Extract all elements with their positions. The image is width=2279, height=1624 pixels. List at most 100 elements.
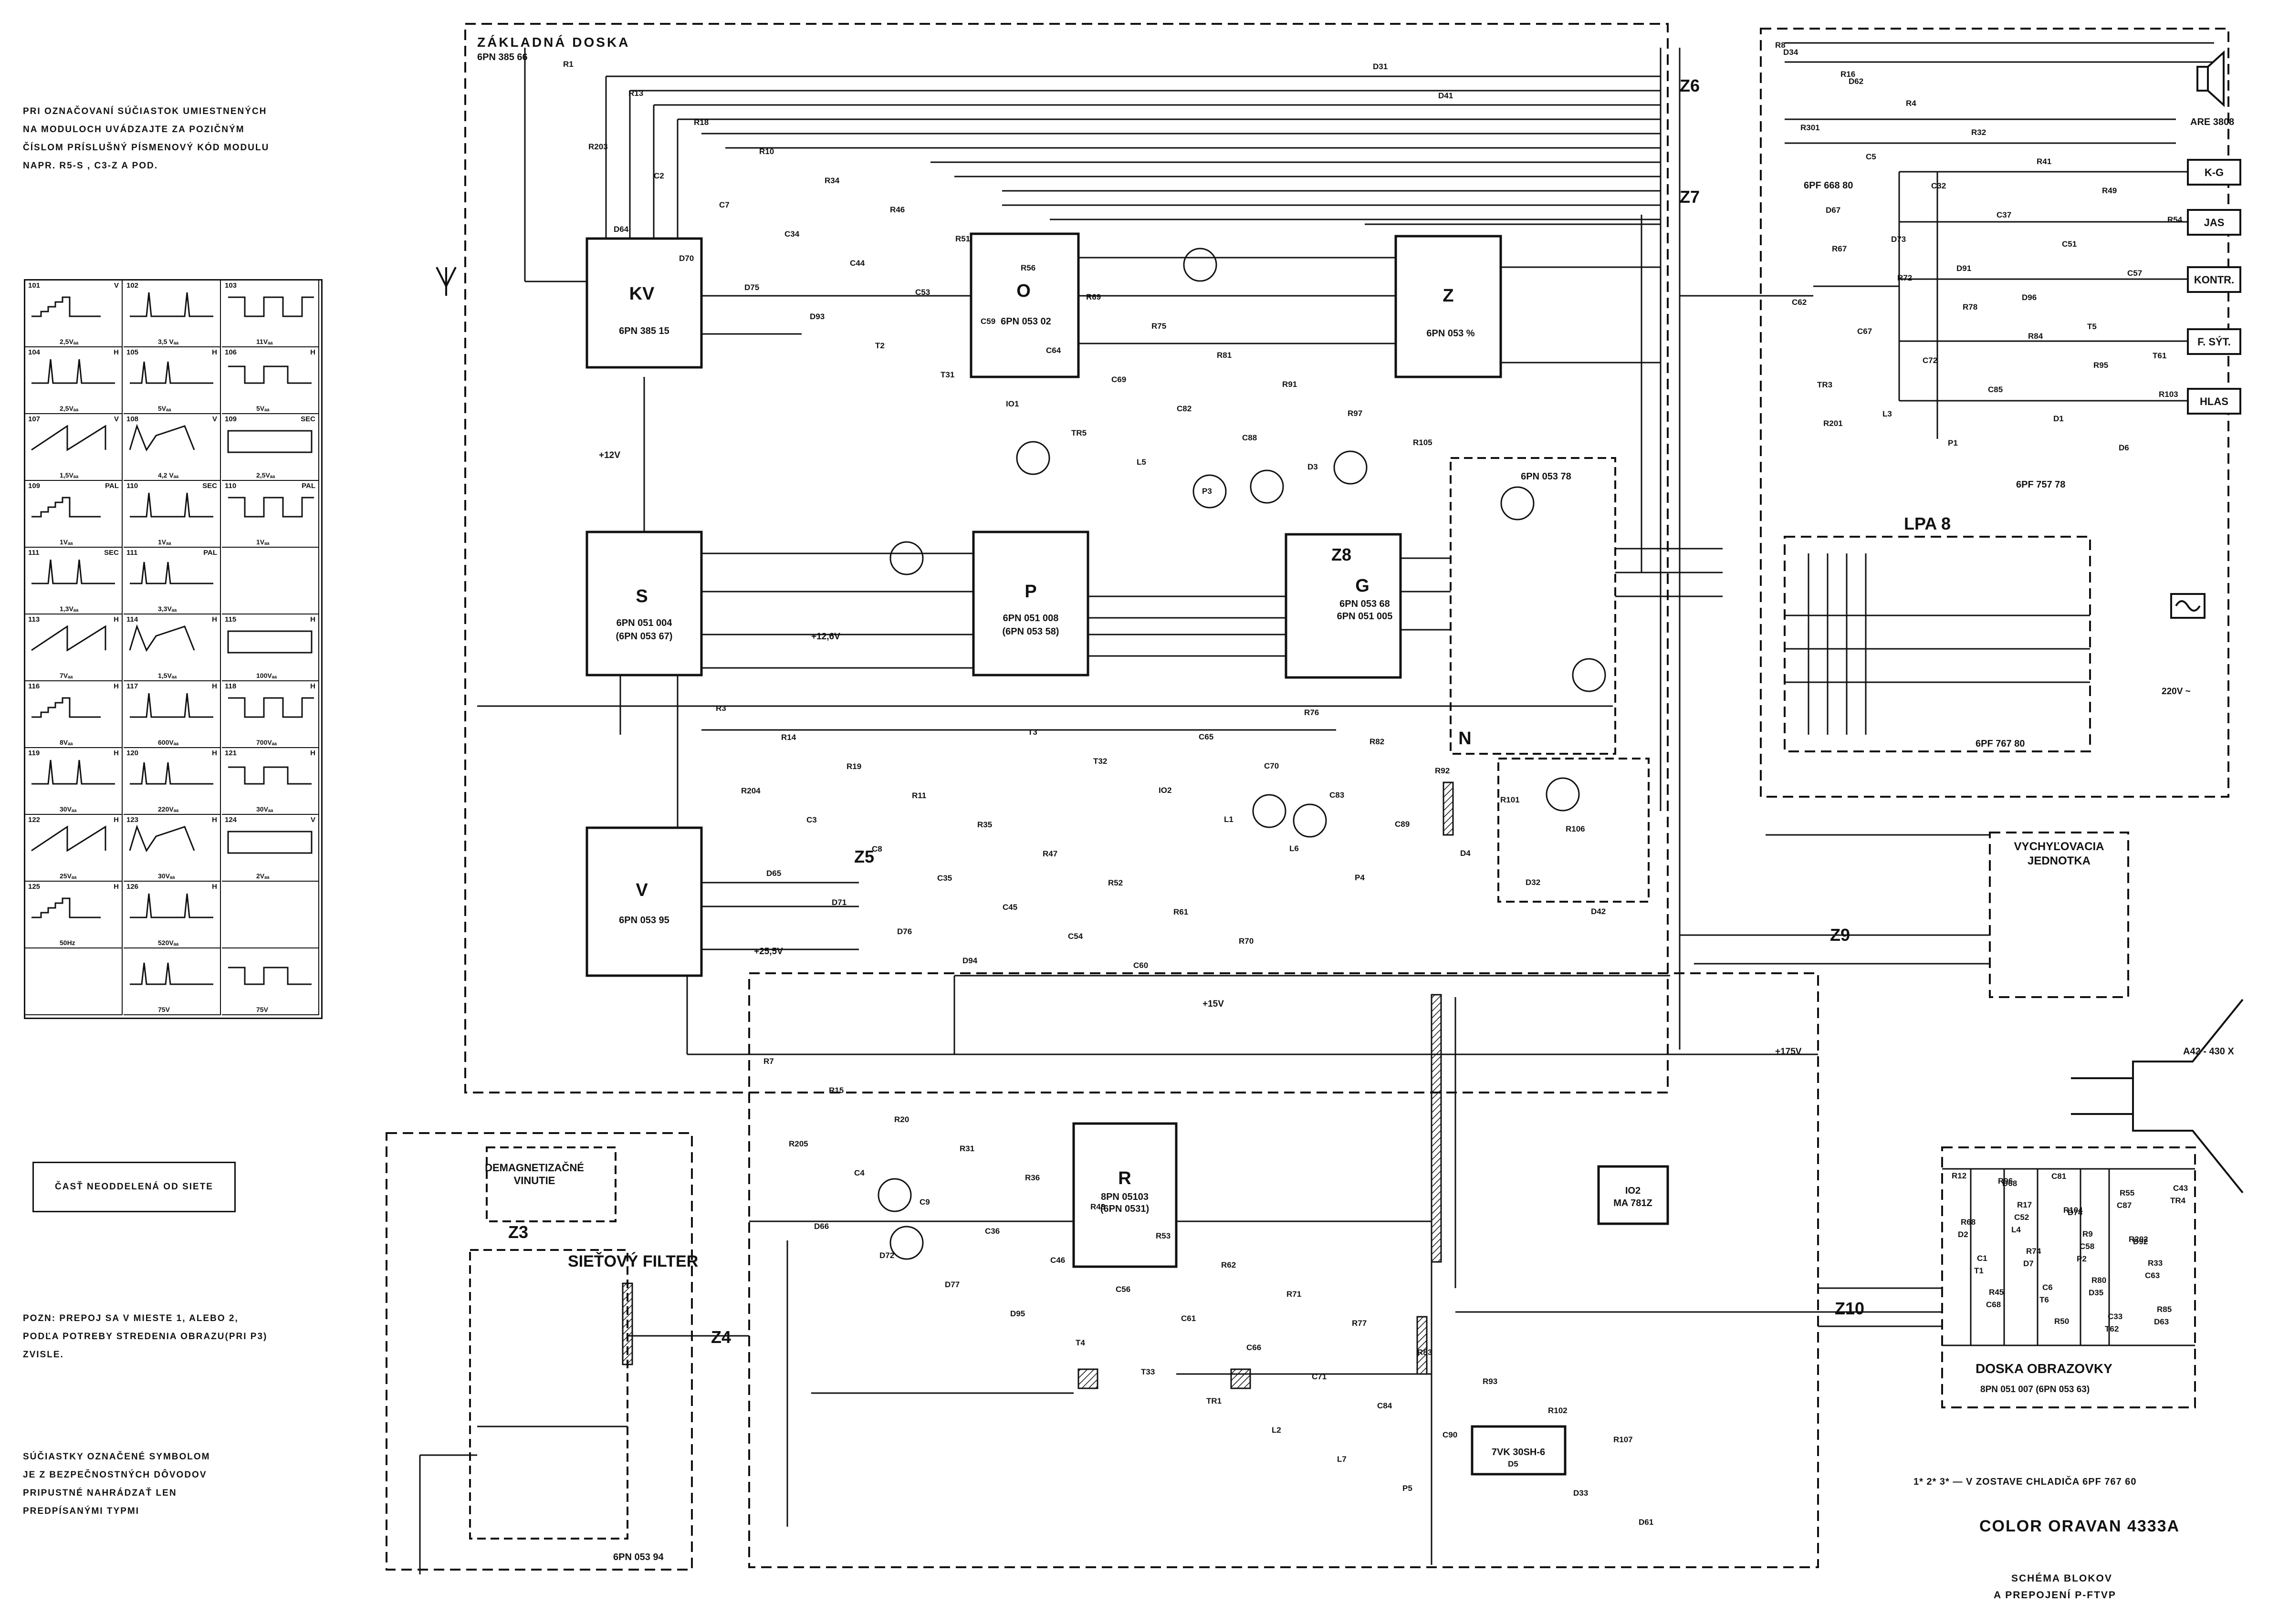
waveform-amplitude: 1,5Vₐₐ xyxy=(158,672,177,679)
zakladna-doska-code: 6PN 385 66 xyxy=(477,52,528,62)
component-label: R92 xyxy=(1435,766,1450,775)
waveform-trace xyxy=(31,897,101,918)
component-label: C58 xyxy=(2080,1242,2094,1251)
waveform-number: 101 xyxy=(28,281,41,290)
waveform-unit: PAL xyxy=(203,549,217,557)
component-label: C82 xyxy=(1177,404,1192,413)
component-label: R97 xyxy=(1348,409,1362,418)
component-label: C87 xyxy=(2117,1201,2132,1210)
component-label: TR4 xyxy=(2170,1196,2186,1205)
mains-wave-box xyxy=(2170,593,2206,619)
component-label: D96 xyxy=(2022,293,2037,302)
component-label: D41 xyxy=(1438,91,1453,100)
module-t33-outline xyxy=(1497,758,1650,903)
waveform-unit: H xyxy=(212,883,217,891)
module-v-code: 6PN 053 95 xyxy=(619,915,669,926)
connector-z10: Z10 xyxy=(1835,1299,1864,1318)
waveform-unit: H xyxy=(114,749,119,757)
component-label: R78 xyxy=(1963,302,1977,312)
component-label: R61 xyxy=(1173,907,1188,916)
waveform-number: 118 xyxy=(225,682,237,690)
component-label: L1 xyxy=(1224,815,1234,824)
waveform-number: 106 xyxy=(225,348,237,356)
component-label: R67 xyxy=(1832,244,1847,253)
vychylovacia-outline xyxy=(1989,832,2129,998)
component-label: L6 xyxy=(1289,844,1299,853)
component-label: D65 xyxy=(766,869,781,878)
control-label-1: JAS xyxy=(2204,217,2225,229)
module-s-label: S xyxy=(636,586,648,606)
waveform-number: 110 xyxy=(126,482,138,490)
component-label: R80 xyxy=(2091,1276,2106,1285)
component-label: R46 xyxy=(890,205,905,214)
waveform-trace xyxy=(227,630,313,654)
component-label: R32 xyxy=(1971,128,1986,137)
transformer-core-3 xyxy=(1230,1368,1251,1389)
component-label: C37 xyxy=(1997,210,2011,219)
component-label: C90 xyxy=(1443,1430,1457,1439)
component-label: T61 xyxy=(2153,351,2166,360)
component-label: R205 xyxy=(789,1139,808,1148)
connector-z8: Z8 xyxy=(1331,545,1351,564)
component-label: C56 xyxy=(1116,1285,1130,1294)
component-label: R10 xyxy=(759,147,774,156)
lpa8-code: 6PF 767 80 xyxy=(1976,739,2025,749)
waveform-amplitude: 1Vₐₐ xyxy=(158,538,171,546)
component-label: D91 xyxy=(1956,264,1971,273)
component-label: R35 xyxy=(977,820,992,829)
component-label: R34 xyxy=(825,176,840,185)
transistor-symbol-3 xyxy=(1016,441,1050,475)
waveform-trace xyxy=(31,825,106,852)
component-label: R101 xyxy=(1500,795,1520,804)
component-label: C35 xyxy=(937,874,952,883)
component-label: C4 xyxy=(854,1168,865,1177)
title-sub-2: A PREPOJENÍ P-FTVP xyxy=(1994,1590,2116,1601)
component-label: R3 xyxy=(716,704,726,713)
component-label: D72 xyxy=(879,1251,894,1260)
lpa8-outline xyxy=(1784,536,2091,752)
component-label: L7 xyxy=(1337,1455,1347,1464)
waveform-unit: H xyxy=(212,749,217,757)
component-label: D68 xyxy=(2002,1179,2017,1188)
demag-title-1: DEMAGNETIZAČNÉ xyxy=(485,1162,584,1174)
waveform-number: 116 xyxy=(28,682,40,690)
component-label: D63 xyxy=(2154,1317,2169,1326)
component-label: C34 xyxy=(784,229,800,239)
waveform-trace xyxy=(227,430,313,453)
waveform-number: 125 xyxy=(28,883,41,891)
sietovy-filter-title: SIEŤOVÝ FILTER xyxy=(568,1252,698,1270)
component-label: C5 xyxy=(1866,152,1876,161)
rail-label: +25,5V xyxy=(754,947,783,957)
waveform-unit: H xyxy=(212,816,217,824)
component-label: R104 xyxy=(2063,1206,2083,1215)
waveform-unit: H xyxy=(310,682,315,690)
waveform-cell: 75V xyxy=(124,948,221,1015)
component-label: R105 xyxy=(1413,438,1432,447)
component-label: R31 xyxy=(960,1144,974,1153)
component-label: C61 xyxy=(1181,1314,1196,1323)
component-label: R81 xyxy=(1217,351,1232,360)
waveform-unit: H xyxy=(114,615,119,624)
control-label-0: K-G xyxy=(2205,167,2224,178)
component-label: C6 xyxy=(2042,1283,2053,1292)
safety-note: SÚČIASTKY OZNAČENÉ SYMBOLOM JE Z BEZPEČN… xyxy=(23,1452,210,1516)
component-label: C36 xyxy=(985,1227,1000,1236)
transistor-symbol-7 xyxy=(1252,794,1286,828)
component-label: R74 xyxy=(2026,1247,2041,1256)
component-label: C53 xyxy=(915,288,930,297)
waveform-amplitude: 75V xyxy=(256,1006,268,1013)
control-box-2 xyxy=(2187,266,2241,293)
component-label: C70 xyxy=(1264,761,1279,770)
waveform-trace xyxy=(129,624,195,652)
waveform-trace xyxy=(228,296,314,317)
component-label: R96 xyxy=(1998,1176,2013,1186)
waveform-trace xyxy=(228,497,314,518)
component-label: R13 xyxy=(628,89,643,98)
